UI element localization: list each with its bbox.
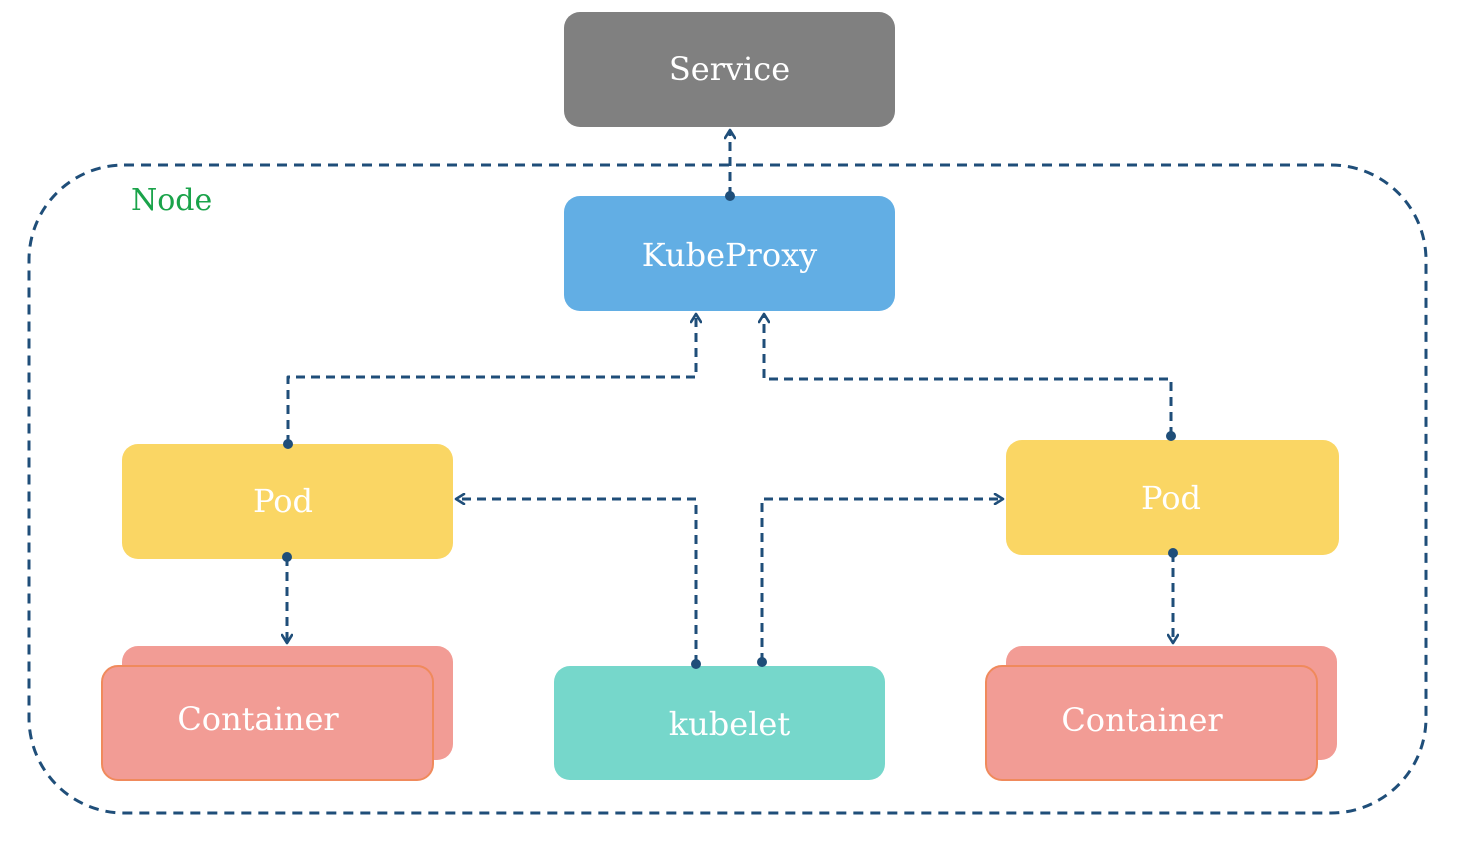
dot-kubelet-right — [757, 657, 767, 667]
kubeproxy-label: KubeProxy — [642, 236, 817, 274]
container-left-label: Container — [177, 700, 339, 738]
container-right-label: Container — [1061, 701, 1223, 739]
kubeproxy-box: KubeProxy — [564, 196, 895, 311]
connector-pod-right-to-kubeproxy — [764, 314, 1173, 436]
service-label: Service — [669, 50, 790, 88]
connector-dots — [282, 191, 1178, 669]
dot-kubeproxy — [725, 191, 735, 201]
connector-kubelet-to-pod-left — [456, 499, 698, 664]
dot-pod-right-bottom — [1168, 548, 1178, 558]
container-right-front — [985, 665, 1318, 781]
dot-pod-left-bottom — [282, 552, 292, 562]
pod-left-box: Pod — [122, 444, 453, 559]
container-left-front — [101, 665, 434, 781]
pod-right-label: Pod — [1141, 479, 1201, 517]
pod-right-box: Pod — [1006, 440, 1339, 555]
dot-pod-left-top — [283, 439, 293, 449]
dot-kubelet-left — [691, 659, 701, 669]
kubelet-label: kubelet — [669, 705, 791, 743]
connector-kubelet-to-pod-right — [760, 499, 1003, 662]
connectors — [287, 130, 1173, 664]
container-right-stack: Container — [985, 646, 1337, 781]
service-box: Service — [564, 12, 895, 127]
kubelet-box: kubelet — [554, 666, 885, 780]
node-boundary — [27, 163, 1428, 815]
connector-pod-left-to-kubeproxy — [286, 314, 696, 444]
pod-left-label: Pod — [253, 482, 313, 520]
node-label: Node — [131, 183, 212, 218]
dot-pod-right-top — [1166, 431, 1176, 441]
container-left-stack: Container — [101, 646, 453, 781]
